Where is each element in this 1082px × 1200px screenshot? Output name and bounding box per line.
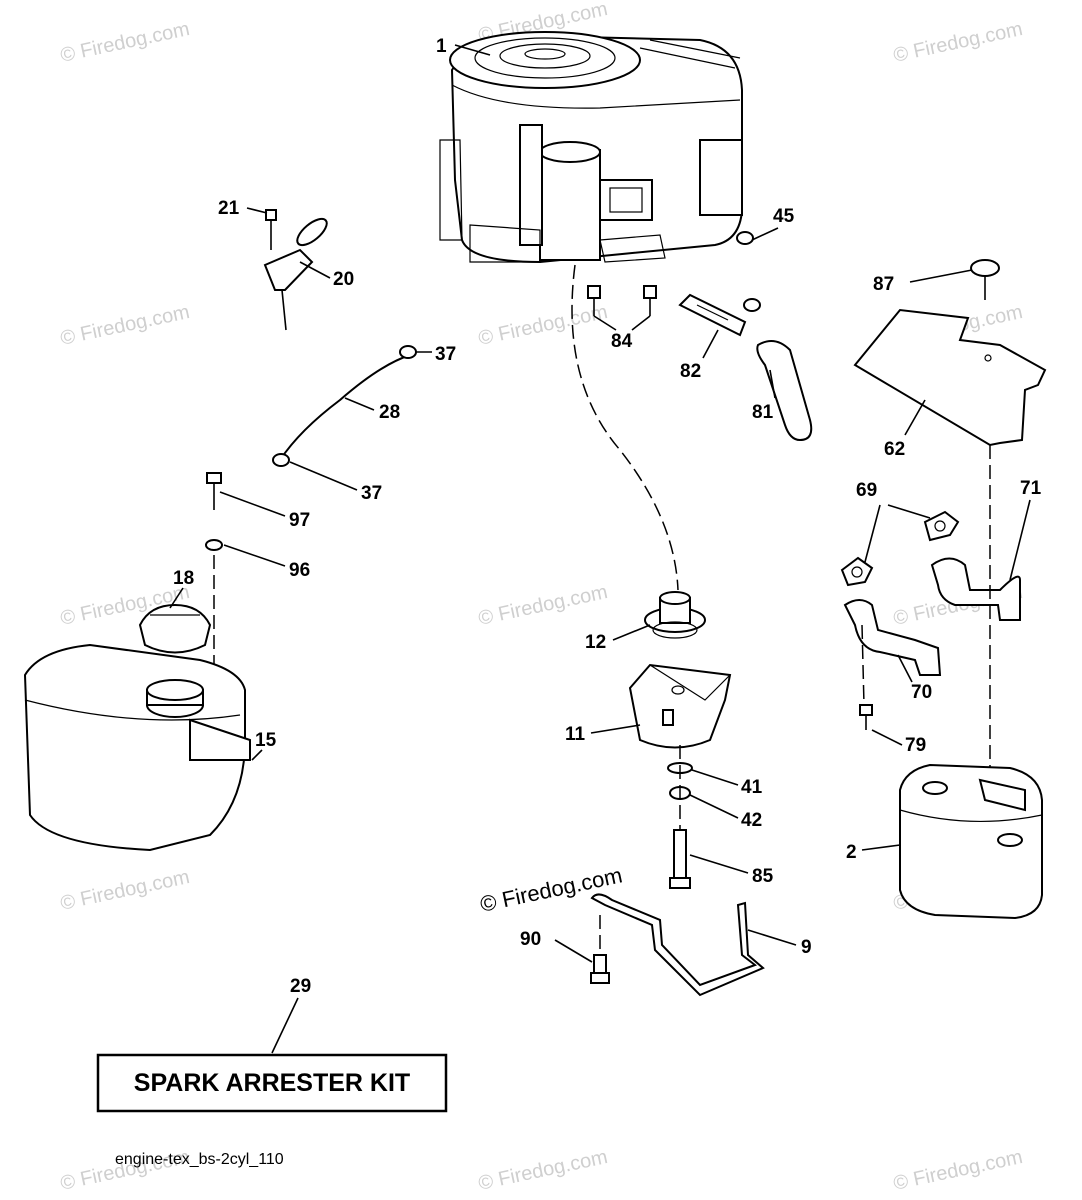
callout-87: 87 xyxy=(873,274,894,295)
callout-85: 85 xyxy=(752,866,774,887)
callout-71: 71 xyxy=(1020,478,1042,499)
muffler-bracket-drawing xyxy=(590,893,765,997)
callout-41: 41 xyxy=(741,777,763,798)
callout-79: 79 xyxy=(905,735,926,756)
watermark: © Firedog.com xyxy=(58,18,191,67)
crankshaft-dashed-line xyxy=(571,264,679,591)
callout-97: 97 xyxy=(289,510,310,531)
watermark: © Firedog.com xyxy=(476,301,609,350)
callout-45: 45 xyxy=(773,206,795,227)
pto-clutch-drawing xyxy=(628,591,732,889)
watermark: © Firedog.com xyxy=(58,301,191,350)
watermark: © Firedog.com xyxy=(891,1146,1024,1195)
callout-42: 42 xyxy=(741,810,762,831)
fuel-hose-drawing xyxy=(272,345,417,467)
callout-82: 82 xyxy=(680,361,701,382)
watermark: © Firedog.com xyxy=(58,866,191,915)
tank-fasteners-drawing xyxy=(205,472,223,770)
callout-96: 96 xyxy=(289,560,310,581)
callout-62: 62 xyxy=(884,439,905,460)
watermark-dark: © Firedog.com xyxy=(478,862,625,917)
watermark: © Firedog.com xyxy=(476,581,609,630)
callout-9: 9 xyxy=(801,937,812,958)
callout-84: 84 xyxy=(611,331,633,352)
callout-28: 28 xyxy=(379,402,400,423)
callout-12: 12 xyxy=(585,632,606,653)
kit-label: SPARK ARRESTER KIT xyxy=(134,1069,410,1097)
callout-37: 37 xyxy=(435,344,456,365)
muffler-drawing xyxy=(899,445,1043,920)
callout-81: 81 xyxy=(752,402,774,423)
engine-drawing xyxy=(439,31,754,264)
callout-2: 2 xyxy=(846,842,857,863)
bracket-drawing xyxy=(263,209,328,331)
fuel-line-drawing xyxy=(587,285,813,442)
watermark: © Firedog.com xyxy=(891,18,1024,67)
spark-arrester-kit-box: SPARK ARRESTER KIT xyxy=(96,1053,448,1113)
heat-shield-drawing xyxy=(853,259,1047,447)
callout-37: 37 xyxy=(361,483,382,504)
callout-15: 15 xyxy=(255,730,277,751)
callout-11: 11 xyxy=(565,724,586,745)
fuel-tank-drawing xyxy=(23,603,251,852)
diagram-code: engine-tex_bs-2cyl_110 xyxy=(115,1151,284,1168)
callout-70: 70 xyxy=(911,682,932,703)
callouts: 1 21 20 45 87 84 82 81 37 28 37 62 97 96… xyxy=(173,36,1042,997)
callout-18: 18 xyxy=(173,568,194,589)
exhaust-pipes-drawing xyxy=(840,510,1021,730)
callout-20: 20 xyxy=(333,269,354,290)
kit-callout-29: 29 xyxy=(290,976,311,997)
leader-lines xyxy=(169,44,1031,1054)
callout-1: 1 xyxy=(436,36,447,57)
callout-90: 90 xyxy=(520,929,541,950)
watermark: © Firedog.com xyxy=(476,1146,609,1195)
callout-69: 69 xyxy=(856,480,877,501)
callout-21: 21 xyxy=(218,198,240,219)
